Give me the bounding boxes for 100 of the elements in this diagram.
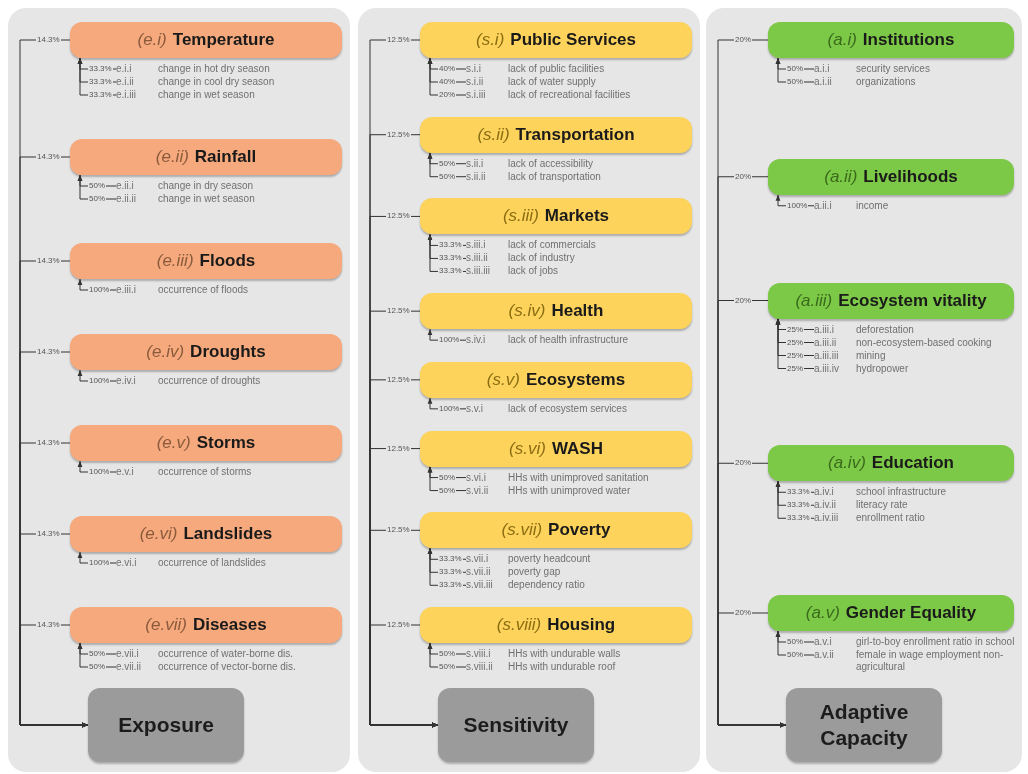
weight-label: 50% [88,649,106,659]
weight-label: 12.5% [386,443,411,454]
category-code: (s.i) [476,30,505,50]
weight-label: 25% [786,337,804,348]
category-box [70,425,342,461]
indicator-code: e.vii.ii [116,661,142,673]
indicator-code: a.v.ii [814,649,835,661]
weight-label: 20% [734,608,752,618]
indicator-code: s.vi.ii [466,484,490,497]
category-box [70,516,342,552]
indicator-text: lack of water supply [508,76,597,88]
category-name: Rainfall [194,147,257,167]
category-name: WASH [551,438,603,459]
weight-label: 33.3% [88,64,113,74]
indicator-text: HHs with unimproved water [508,484,632,497]
category-name: Storms [196,433,256,453]
arrow [19,624,89,728]
category-code: (s.vi) [509,438,546,459]
indicator-code: a.iii.ii [814,336,838,349]
weight-label: 40% [438,77,456,87]
weight-label: 50% [438,649,456,659]
weight-label: 50% [786,64,804,74]
category-code: (e.iii) [156,251,194,271]
weight-label: 14.3% [36,152,61,162]
category-code: (a.ii) [824,166,858,187]
indicator-code: e.ii.ii [116,193,137,205]
weight-label: 100% [88,467,111,477]
category-box [70,243,342,279]
indicator-code: e.i.iii [116,89,137,101]
weight-label: 14.3% [36,347,61,357]
weight-label: 50% [88,181,106,191]
weight-label: 50% [438,485,456,496]
weight-label: 14.3% [36,256,61,266]
indicator-text: change in dry season [158,180,255,192]
indicator-code: e.v.i [116,466,135,478]
weight-label: 100% [88,558,111,568]
weight-label: 14.3% [36,529,61,539]
category-name: Floods [199,251,256,271]
category-box [70,22,342,58]
indicator-code: e.iii.i [116,284,137,296]
indicator-text: literacy rate [856,499,909,512]
indicator-code: e.iv.i [116,375,137,387]
weight-label: 100% [786,200,809,211]
indicator-code: a.iii.iv [814,362,840,375]
weight-label: 50% [786,77,804,87]
weight-label: 20% [734,295,752,306]
indicator-text: girl-to-boy enrollment ratio in school [856,636,1016,648]
indicator-code: a.v.i [814,636,833,648]
indicator-text: hydropower [856,362,910,375]
category-box [420,293,692,330]
indicator-code: s.vii.iii [466,579,494,592]
indicator-code: e.vii.i [116,648,140,660]
category-box [420,22,692,58]
category-box [420,512,692,549]
weight-label: 14.3% [36,35,61,45]
indicator-text: organizations [856,76,917,88]
indicator-text: change in cool dry season [158,76,276,88]
indicator-code: e.ii.i [116,180,135,192]
indicator-text: lack of health infrastructure [508,334,630,347]
indicator-code: a.iv.i [814,486,835,499]
weight-label: 50% [786,650,804,660]
arrow [775,630,815,656]
weight-label: 25% [786,363,804,374]
indicator-text: occurrence of storms [158,466,253,478]
category-box [768,158,1014,195]
indicator-text: poverty gap [508,566,562,579]
category-code: (e.iv) [146,342,185,362]
weight-label: 50% [438,158,456,169]
indicator-text: income [856,199,890,212]
weight-label: 14.3% [36,620,61,630]
indicator-text: lack of transportation [508,170,602,183]
category-name: Diseases [192,615,267,635]
weight-label: 12.5% [386,129,411,140]
weight-label: 33.3% [88,77,113,87]
category-box [768,595,1014,631]
indicator-text: change in wet season [158,193,256,205]
category-box [420,607,692,643]
component-box: Sensitivity [438,688,594,762]
category-box [768,22,1014,58]
weight-label: 100% [438,403,461,414]
category-name: Markets [544,206,610,227]
category-box [420,430,692,467]
category-code: (e.vii) [145,615,187,635]
indicator-text: security services [856,63,931,75]
category-name: Temperature [172,30,275,50]
indicator-text: HHs with undurable roof [508,661,617,673]
indicator-text: lack of jobs [508,265,560,278]
category-name: Poverty [548,520,611,541]
weight-label: 20% [734,35,752,45]
category-box [70,607,342,643]
category-box [70,139,342,175]
indicator-text: lack of recreational facilities [508,89,632,101]
weight-label: 12.5% [386,35,411,45]
category-code: (e.v) [156,433,191,453]
weight-label: 12.5% [386,374,411,385]
category-code: (a.i) [827,30,857,50]
indicator-code: e.vi.i [116,557,138,569]
indicator-code: s.v.i [466,402,485,415]
category-code: (a.iv) [828,453,866,474]
category-code: (s.vii) [501,520,543,541]
